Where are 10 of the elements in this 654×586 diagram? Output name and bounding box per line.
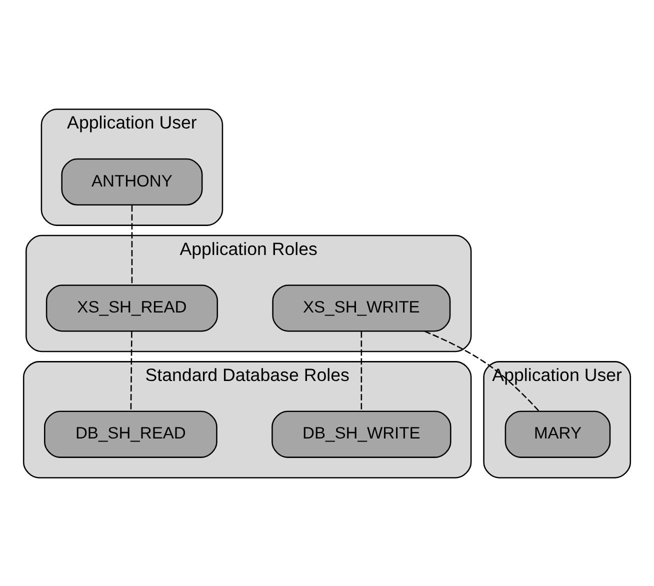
node-box: DB_SH_WRITE: [272, 410, 452, 458]
connector: [130, 331, 132, 411]
connector: [360, 331, 362, 411]
node-box: DB_SH_READ: [44, 410, 218, 458]
node-box: ANTHONY: [61, 158, 203, 206]
node-box: XS_SH_WRITE: [272, 284, 451, 332]
node-box: MARY: [504, 410, 611, 458]
node-box: XS_SH_READ: [46, 284, 218, 332]
connector: [424, 330, 540, 412]
connector: [131, 204, 133, 284]
